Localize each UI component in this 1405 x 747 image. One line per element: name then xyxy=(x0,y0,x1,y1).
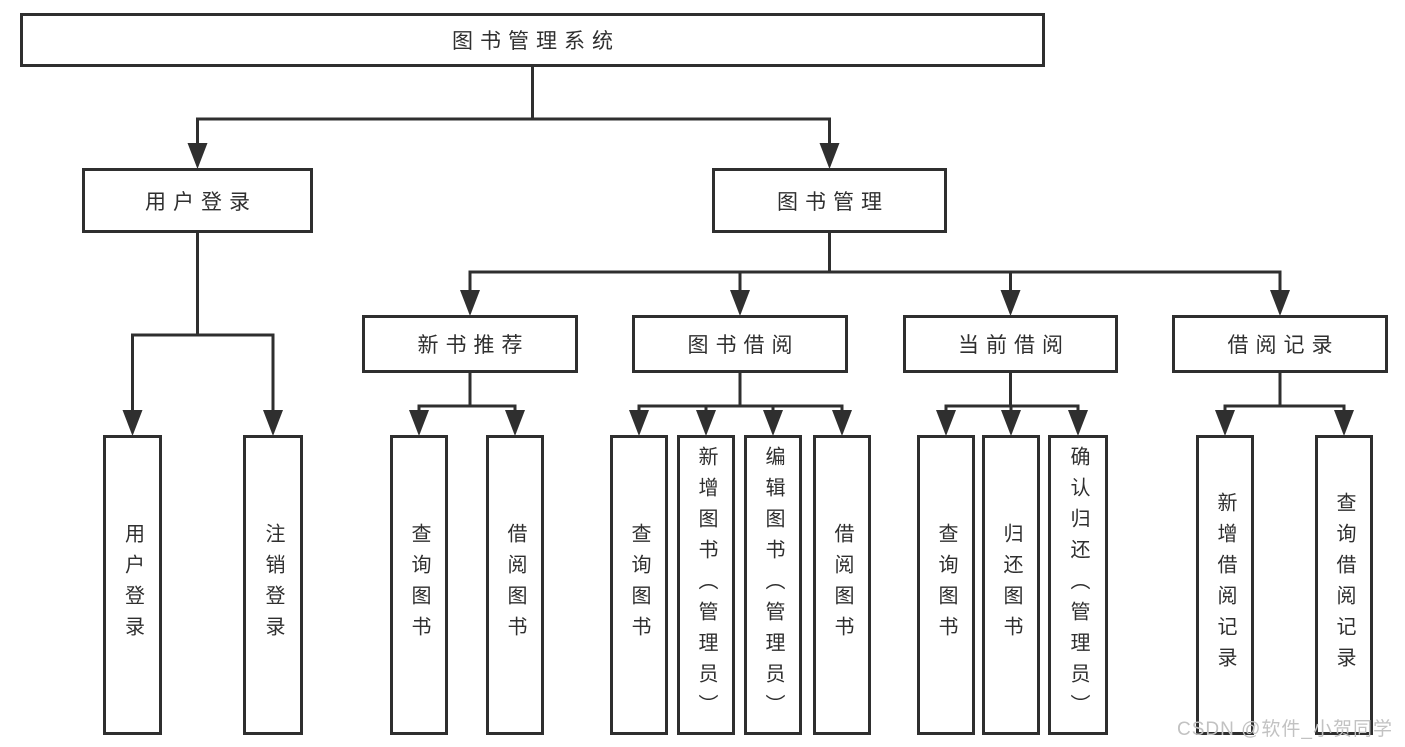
node-edit-books-admin: 编辑图书（管理员） xyxy=(744,435,802,735)
node-label-new-book-recommend: 新书推荐 xyxy=(417,334,530,357)
arrowhead-icon xyxy=(1001,410,1021,436)
arrowhead-icon xyxy=(122,410,143,436)
arrowhead-icon xyxy=(763,410,783,436)
node-label-return-books: 归还图书 xyxy=(1000,523,1022,647)
arrowhead-icon xyxy=(629,410,649,436)
node-label-borrow-books-recommend: 借阅图书 xyxy=(504,523,526,647)
node-confirm-return-admin: 确认归还（管理员） xyxy=(1048,435,1108,735)
node-login-leaf: 用户登录 xyxy=(103,435,162,735)
node-label-borrowing-records: 借阅记录 xyxy=(1227,334,1340,357)
connector-group-system xyxy=(187,65,840,169)
arrowhead-icon xyxy=(460,290,480,316)
node-borrowing-records: 借阅记录 xyxy=(1172,315,1388,373)
node-label-current-borrowing: 当前借阅 xyxy=(958,334,1070,357)
node-new-book-recommend: 新书推荐 xyxy=(362,315,578,373)
node-label-book-management: 图书管理 xyxy=(777,190,889,214)
arrowhead-icon xyxy=(187,143,208,169)
arrowhead-icon xyxy=(1068,410,1088,436)
connector-group-user-login xyxy=(122,231,283,436)
node-label-system: 图书管理系统 xyxy=(452,30,620,53)
connector-group-book-borrowing xyxy=(629,371,852,436)
node-logout-leaf: 注销登录 xyxy=(243,435,303,735)
node-label-edit-books-admin: 编辑图书（管理员） xyxy=(762,445,784,725)
node-query-books-borrowing: 查询图书 xyxy=(610,435,668,735)
node-user-login: 用户登录 xyxy=(82,168,313,233)
arrowhead-icon xyxy=(409,410,429,436)
node-label-query-books-borrowing: 查询图书 xyxy=(628,523,650,647)
node-return-books: 归还图书 xyxy=(982,435,1040,735)
node-label-query-books-current: 查询图书 xyxy=(935,523,957,647)
node-label-book-borrowing: 图书借阅 xyxy=(687,334,800,357)
arrowhead-icon xyxy=(696,410,716,436)
connector-group-book-management xyxy=(460,231,1290,316)
node-label-borrow-books-borrowing: 借阅图书 xyxy=(831,523,853,647)
node-book-borrowing: 图书借阅 xyxy=(632,315,848,373)
connector-group-current-borrowing xyxy=(936,371,1088,436)
node-query-borrow-record: 查询借阅记录 xyxy=(1315,435,1373,735)
arrowhead-icon xyxy=(936,410,956,436)
arrowhead-icon xyxy=(1000,290,1021,316)
arrowhead-icon xyxy=(730,290,750,316)
node-system: 图书管理系统 xyxy=(20,13,1045,67)
arrowhead-icon xyxy=(1270,290,1290,316)
arrowhead-icon xyxy=(819,143,840,169)
node-book-management: 图书管理 xyxy=(712,168,947,233)
connector-group-new-book-recommend xyxy=(409,371,525,436)
arrowhead-icon xyxy=(1334,410,1354,436)
node-add-borrow-record: 新增借阅记录 xyxy=(1196,435,1254,735)
node-label-query-books-recommend: 查询图书 xyxy=(408,523,430,647)
node-label-query-borrow-record: 查询借阅记录 xyxy=(1333,492,1355,678)
node-label-login-leaf: 用户登录 xyxy=(121,523,144,647)
node-query-books-recommend: 查询图书 xyxy=(390,435,448,735)
node-label-add-books-admin: 新增图书（管理员） xyxy=(695,445,717,725)
node-borrow-books-borrowing: 借阅图书 xyxy=(813,435,871,735)
arrowhead-icon xyxy=(832,410,852,436)
node-add-books-admin: 新增图书（管理员） xyxy=(677,435,735,735)
node-current-borrowing: 当前借阅 xyxy=(903,315,1118,373)
arrowhead-icon xyxy=(505,410,525,436)
node-label-add-borrow-record: 新增借阅记录 xyxy=(1214,492,1236,678)
node-query-books-current: 查询图书 xyxy=(917,435,975,735)
node-borrow-books-recommend: 借阅图书 xyxy=(486,435,544,735)
node-label-logout-leaf: 注销登录 xyxy=(262,523,284,647)
node-label-user-login: 用户登录 xyxy=(145,190,257,214)
arrowhead-icon xyxy=(1215,410,1235,436)
arrowhead-icon xyxy=(263,410,283,436)
connector-group-borrowing-records xyxy=(1215,371,1354,436)
watermark: CSDN @软件_小贺同学 xyxy=(1177,719,1393,740)
node-label-confirm-return-admin: 确认归还（管理员） xyxy=(1067,445,1089,725)
